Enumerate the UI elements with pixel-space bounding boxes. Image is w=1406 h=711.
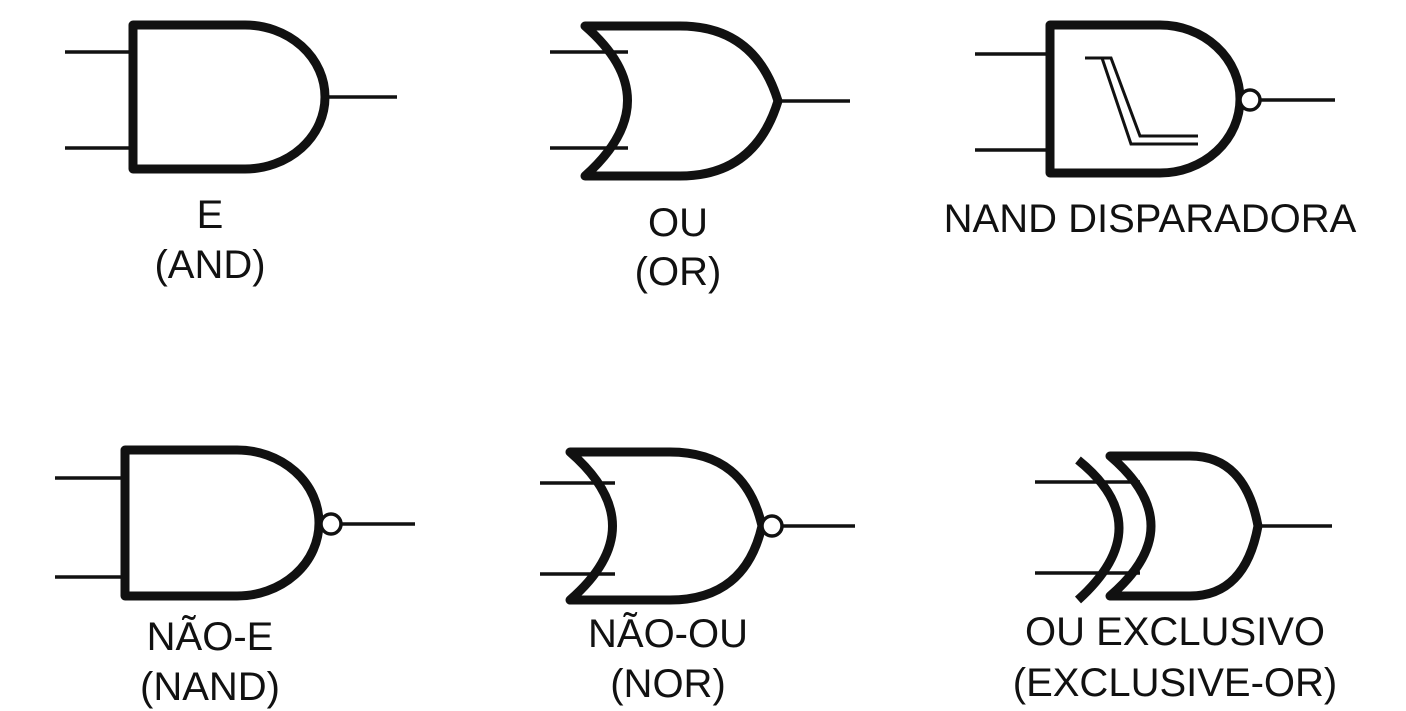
- and-body: [128, 20, 330, 174]
- hysteresis-symbol-icon-return: [1100, 57, 1198, 146]
- and-label-line-2: (AND): [154, 243, 265, 287]
- nor-gate: NÃO-OU (NOR): [540, 447, 855, 706]
- hysteresis-symbol-icon: [1085, 56, 1198, 138]
- nand-trigger-inversion-bubble: [1238, 88, 1262, 112]
- and-label-line-1: E: [197, 193, 224, 237]
- or-label-line-1: OU: [648, 201, 708, 245]
- nor-inversion-bubble: [760, 514, 784, 538]
- nor-label-line-1: NÃO-OU: [588, 611, 748, 656]
- xor-gate: OU EXCLUSIVO (EXCLUSIVE-OR): [1013, 451, 1338, 705]
- nor-label-line-2: (NOR): [610, 662, 726, 706]
- xor-extra-arc: [1074, 456, 1124, 604]
- nand-body: [120, 445, 324, 601]
- nand-label-line-2: (NAND): [140, 665, 280, 709]
- or-body: [580, 21, 783, 181]
- nand-label-line-1: NÃO-E: [147, 614, 274, 659]
- and-gate: E (AND): [65, 20, 397, 287]
- xor-label-line-2: (EXCLUSIVE-OR): [1013, 661, 1338, 705]
- nand-trigger-gate: NAND DISPARADORA: [944, 20, 1357, 241]
- nor-body: [565, 447, 767, 605]
- or-label-line-2: (OR): [635, 250, 722, 294]
- nand-gate: NÃO-E (NAND): [55, 445, 415, 709]
- or-gate: OU (OR): [550, 21, 850, 294]
- xor-body: [1105, 451, 1263, 601]
- nand-inversion-bubble: [319, 512, 343, 536]
- nand-trigger-body: [1045, 20, 1245, 178]
- nand-trigger-label-line-1: NAND DISPARADORA: [944, 197, 1357, 241]
- xor-label-line-1: OU EXCLUSIVO: [1025, 610, 1325, 654]
